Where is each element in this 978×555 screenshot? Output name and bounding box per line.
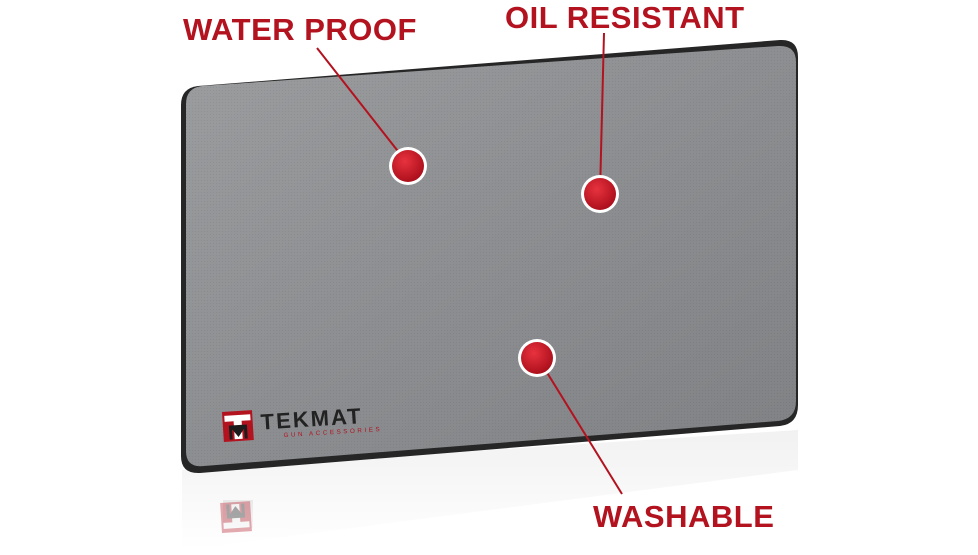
tekmat-logo-reflection: [220, 501, 252, 533]
water-proof-leader: [316, 47, 409, 165]
washable-leader: [537, 357, 623, 495]
water-proof-dot: [389, 147, 427, 185]
tekmat-logo-mark: [222, 410, 254, 442]
oil-resistant-leader: [599, 32, 605, 194]
water-proof-label: WATER PROOF: [183, 12, 417, 47]
washable-dot: [518, 339, 556, 377]
tekmat-logo: TEKMAT GUN ACCESSORIES: [222, 403, 382, 442]
oil-resistant-dot: [581, 175, 619, 213]
oil-resistant-label: OIL RESISTANT: [505, 0, 745, 35]
washable-label: WASHABLE: [593, 499, 775, 534]
